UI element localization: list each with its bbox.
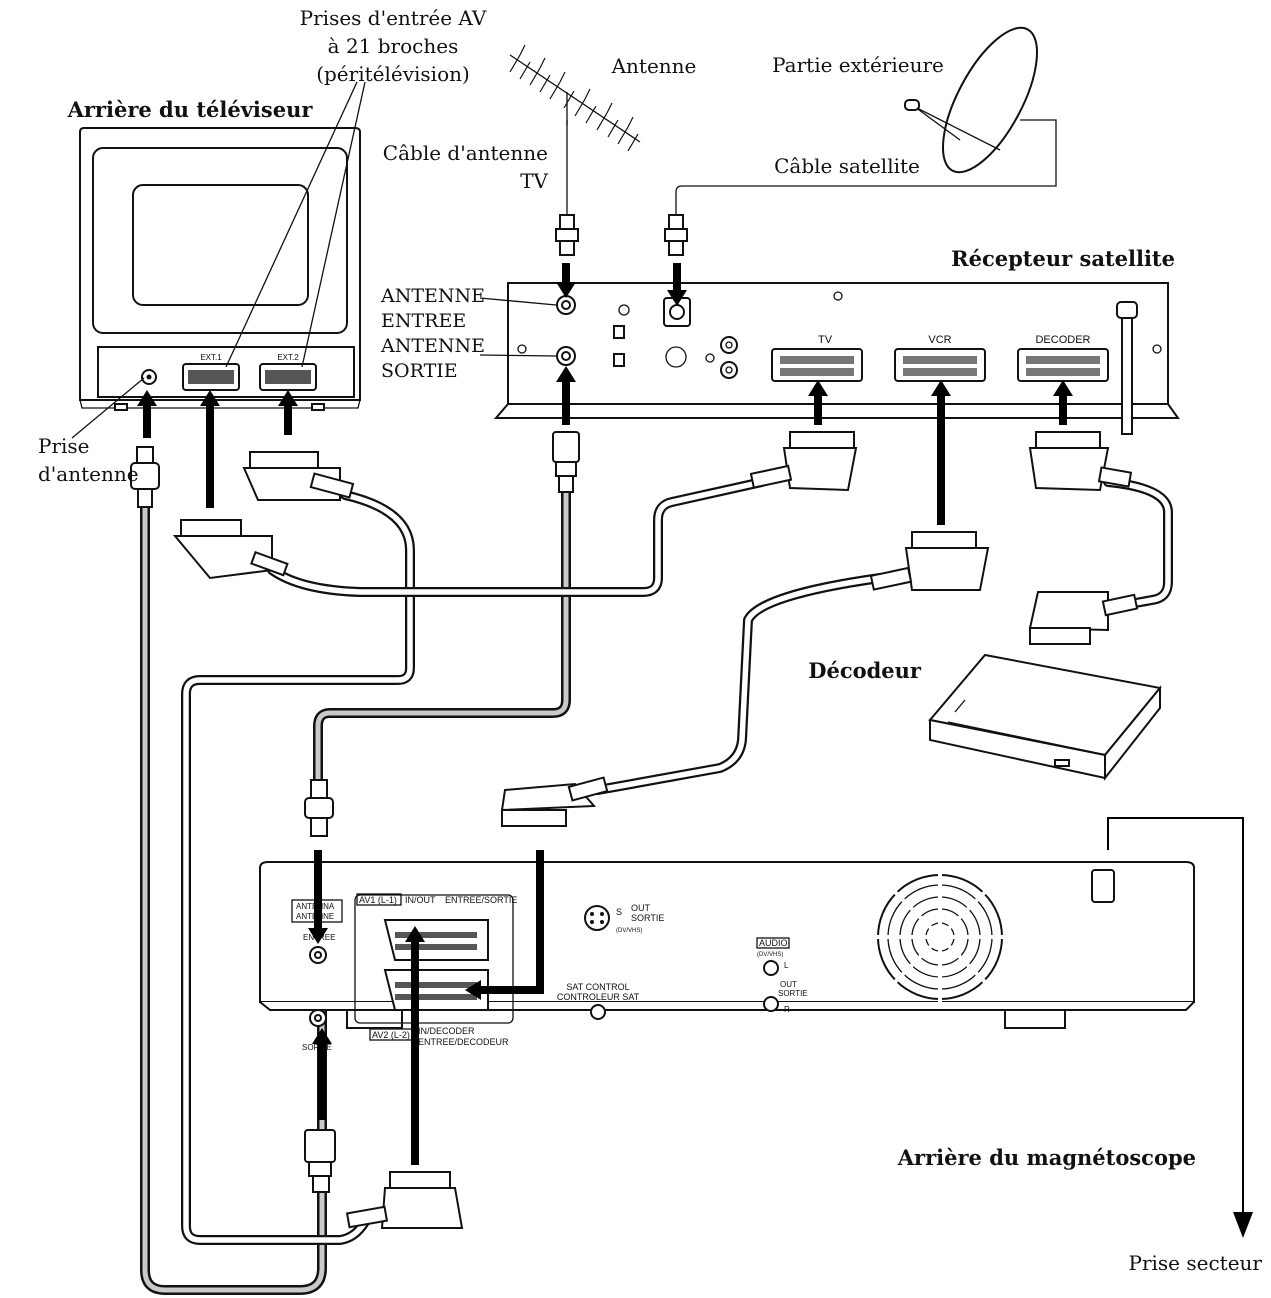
vcr-inout-label: IN/OUT <box>405 895 436 905</box>
coax-cable-receiver-vcr <box>313 485 571 790</box>
av-jacks-label-line2: à 21 broches <box>328 34 459 58</box>
antenna-plug <box>555 214 579 256</box>
receiver-tv-scart <box>771 348 863 382</box>
vcr-s-video-jack <box>584 905 610 931</box>
vcr-sortie-label: SORTIE <box>302 1043 332 1052</box>
vcr-sat-control-label: SAT CONTROL <box>566 982 629 992</box>
callout-antenne-entree <box>479 297 557 306</box>
antenna-jack-label-line1: Prise <box>38 434 90 458</box>
callout-antenne-sortie <box>479 354 557 357</box>
vcr-entree-decodeur-label: ENTREE/DECODEUR <box>418 1037 509 1047</box>
vcr-audio-dvvhs-label: (DV/VHS) <box>757 952 783 958</box>
decoder-box <box>928 653 1162 781</box>
scart-plug-receiver-vcr <box>869 531 990 591</box>
vcr-s-label: S <box>616 907 622 917</box>
callout-antenna-jack <box>71 377 145 439</box>
satellite-dish-icon <box>904 26 1038 174</box>
scart-plug-ext1 <box>172 519 289 580</box>
vcr-audio-l-label: L <box>784 961 789 970</box>
antenne-entree-label-line1: ANTENNE <box>380 285 485 307</box>
antenna-label: Antenne <box>611 54 697 78</box>
receiver-vcr-label: VCR <box>928 334 951 346</box>
satellite-cable-label: Câble satellite <box>774 154 920 178</box>
satellite-plug <box>664 214 688 256</box>
mains-arrow-head <box>1233 1212 1253 1238</box>
av-jacks-label-line1: Prises d'entrée AV <box>300 6 487 30</box>
antenna-jack-label-line2: d'antenne <box>38 462 139 486</box>
scart-cable-ext2-av2 <box>181 490 415 1245</box>
scart-plug-vcr-av <box>500 776 609 827</box>
vcr-rear-panel: ANTENNA ANTENNE ENTREE SORTIE AV1 (L-1) … <box>259 861 1195 1052</box>
av-jacks-label-line3: (péritélévision) <box>316 62 470 86</box>
vcr-av1-label: AV1 (L-1) <box>359 895 397 905</box>
scart-cable-ext1-tv <box>267 477 767 597</box>
ext2-label: EXT.2 <box>277 353 299 362</box>
receiver-decoder-label: DECODER <box>1035 334 1090 346</box>
connection-arrows <box>137 263 1073 1165</box>
vcr-s-dvvhs-label: (DV/VHS) <box>616 928 642 934</box>
antenne-sortie-label-line1: ANTENNE <box>380 335 485 357</box>
vcr-s-sortie-label: SORTIE <box>631 913 664 923</box>
scart-plug-vcr-av2 <box>345 1171 464 1229</box>
vcr-audio-l-jack <box>763 960 779 976</box>
vcr-power-inlet <box>1091 869 1115 903</box>
tv-rear-label: Arrière du téléviseur <box>67 97 314 122</box>
coax-cable-tv-vcr <box>140 500 327 1295</box>
vcr-entree-sortie-label: ENTREE/SORTIE <box>445 895 517 905</box>
vcr-audio-out-label: OUT <box>780 980 797 989</box>
mains-outlet-label: Prise secteur <box>1129 1251 1263 1275</box>
sat-receiver-label: Récepteur satellite <box>951 246 1175 271</box>
vcr-audio-r-label: R <box>784 1005 790 1014</box>
decoder-label: Décodeur <box>808 658 922 683</box>
coax-plug-receiver <box>552 431 580 493</box>
coax-plug-vcr-out <box>304 1129 336 1193</box>
scart-plug-decoder <box>1028 591 1139 645</box>
tv-antenna-cable-label-line1: Câble d'antenne <box>383 141 548 165</box>
scart-cable-vcr-av <box>593 573 885 795</box>
callout-ext2 <box>301 81 366 368</box>
tv-rear-panel: EXT.1 EXT.2 <box>79 127 361 411</box>
antenna-icon <box>509 44 641 152</box>
satellite-receiver: TV VCR DECODER <box>493 282 1180 435</box>
vcr-av1-scart <box>383 919 489 961</box>
scart-plug-ext2 <box>242 451 355 501</box>
scart-plug-receiver-tv <box>749 431 858 492</box>
vcr-s-out-label: OUT <box>631 903 651 913</box>
vcr-audio-r-jack <box>763 996 779 1012</box>
coax-plug-vcr-in <box>304 779 334 837</box>
scart-cable-decoder <box>1103 477 1173 613</box>
outdoor-unit-label: Partie extérieure <box>772 53 944 77</box>
receiver-vcr-scart <box>894 348 986 382</box>
vcr-av2-label: AV2 (L-2) <box>372 1030 410 1040</box>
callout-ext1 <box>225 81 358 368</box>
antenne-entree-label-line2: ENTREE <box>381 310 466 332</box>
receiver-decoder-scart <box>1017 348 1109 382</box>
antenne-sortie-label-line2: SORTIE <box>381 360 458 382</box>
vcr-in-decoder-label: IN/DECODER <box>418 1026 475 1036</box>
vcr-rear-label: Arrière du magnétoscope <box>897 1145 1196 1170</box>
coax-plug-tv <box>130 446 160 508</box>
tv-antenna-cable-label-line2: TV <box>520 169 548 193</box>
scart-plug-receiver-decoder <box>1028 431 1133 492</box>
mains-cable <box>1107 817 1244 1222</box>
ext1-label: EXT.1 <box>200 353 222 362</box>
vcr-sat-control-jack <box>590 1004 606 1020</box>
vcr-audio-sortie-label: SORTIE <box>778 989 808 998</box>
vcr-fan-grille <box>873 870 1007 1004</box>
vcr-controleur-sat-label: CONTROLEUR SAT <box>557 992 640 1002</box>
vcr-audio-label: AUDIO <box>759 938 788 948</box>
satellite-cable-line <box>675 119 1057 215</box>
receiver-tv-label: TV <box>818 334 833 346</box>
